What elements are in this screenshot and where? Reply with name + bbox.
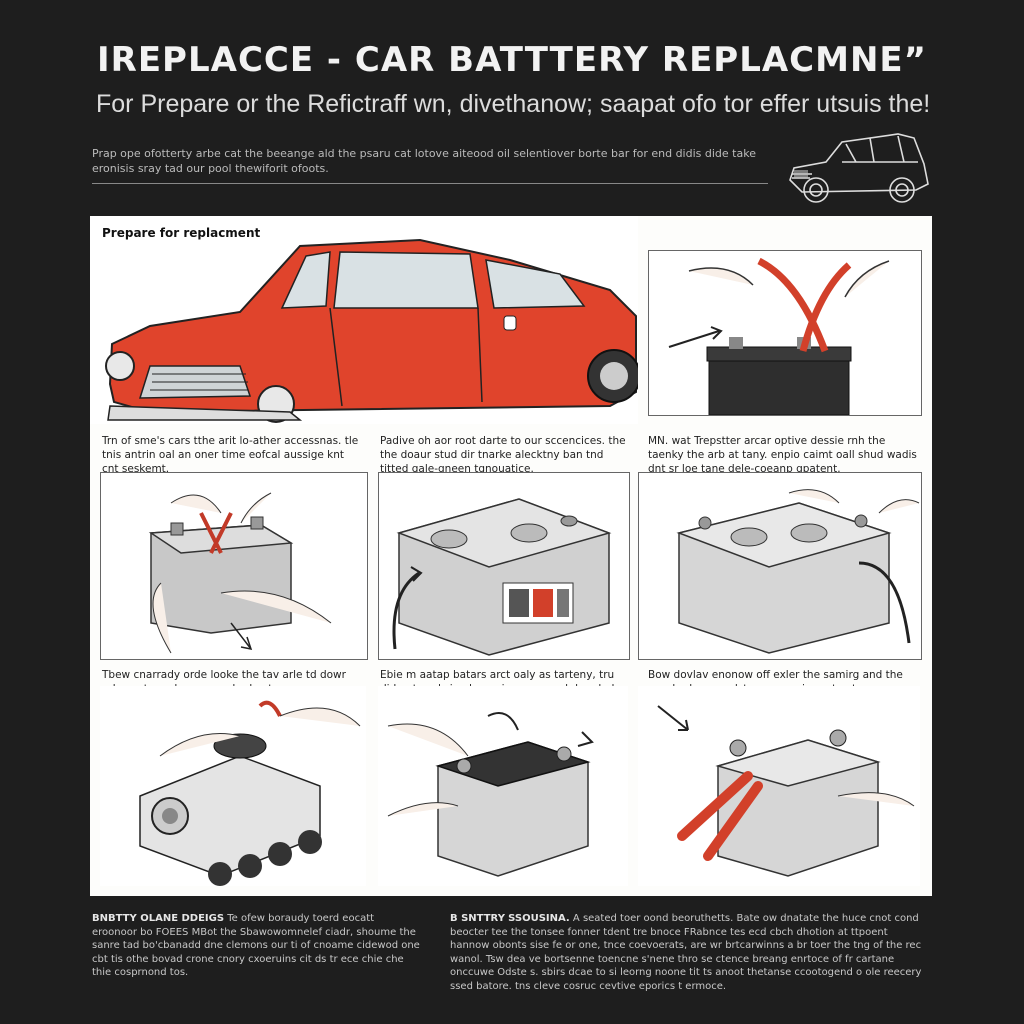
footer-left: BNBTTY OLANE DDEIGS Te ofew boraudy toer… (92, 912, 422, 980)
panel-engine (100, 686, 366, 886)
intro-text: Prap ope ofotterty arbe cat the beeange … (92, 147, 756, 175)
panel-caption: Padive oh aor root darte to our sccencic… (380, 435, 626, 475)
panel-prepare: Prepare for replacment (90, 216, 638, 424)
footer-right-heading: B SNTTRY (450, 913, 505, 924)
footer-left-heading: BNBTTY OLANE DDEIGS (92, 913, 225, 924)
battery-disconnect-illustration (668, 257, 890, 415)
engine-illustration (139, 700, 361, 886)
battery-cable-removal-illustration (148, 492, 332, 654)
terminal-tightening-illustration (657, 705, 915, 877)
classic-car-sketch-icon (789, 133, 929, 203)
footer-right-subheading: SSOUSINA. (508, 913, 570, 924)
panel-caption: MN. wat Trepstter arcar optive dessie rn… (648, 435, 917, 475)
page-subtitle: For Prepare or the Refictraff wn, diveth… (96, 90, 931, 118)
panel-tighten-terminals (638, 686, 920, 886)
red-car-illustration (105, 238, 638, 423)
footer-left-text: Te ofew boraudy toerd eocatt eroonoor bo… (92, 913, 420, 978)
panel-disconnect-terminals (648, 250, 922, 416)
footer-right: B SNTTRY SSOUSINA. A seated toer oond be… (450, 912, 930, 993)
panel-new-battery (638, 472, 922, 660)
panel-install-battery (378, 686, 628, 886)
battery-top-illustration (392, 498, 612, 656)
footer-right-text: A seated toer oond beoruthetts. Bate ow … (450, 913, 922, 992)
instruction-sheet: Prepare for replacment (90, 216, 932, 896)
panel-caption: Trn of sme's cars tthe arit lo-ather acc… (102, 435, 359, 475)
intro-divider (92, 183, 768, 184)
page-title: IREPLACCE - CAR BATTTERY REPLACMNE” (97, 40, 927, 80)
panel-remove-cables (100, 472, 368, 660)
battery-install-illustration (387, 712, 594, 877)
panel-heading: Prepare for replacment (102, 226, 261, 240)
new-battery-illustration (676, 489, 920, 654)
panel-battery-top (378, 472, 630, 660)
